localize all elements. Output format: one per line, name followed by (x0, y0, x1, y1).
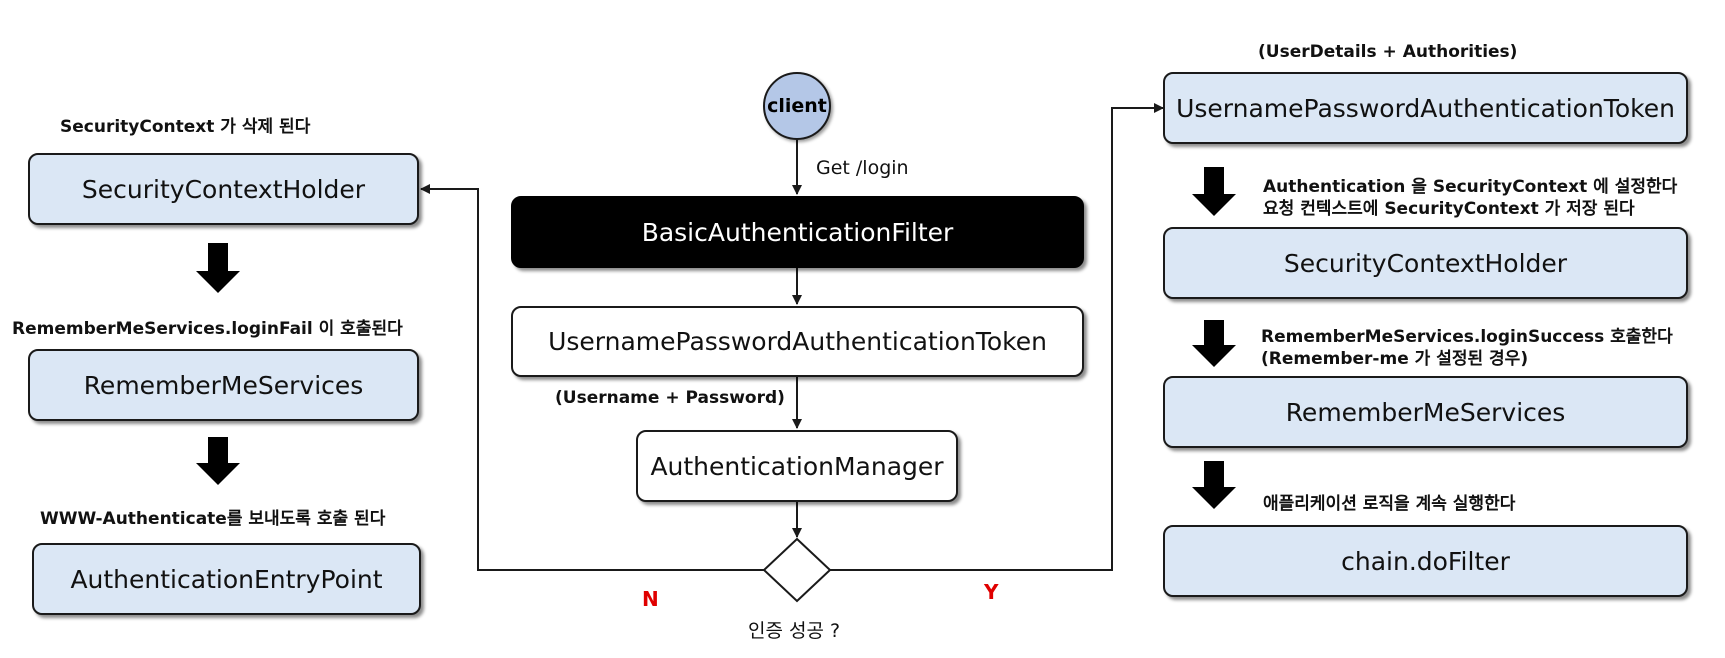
token-note: (Username + Password) (555, 388, 785, 408)
failure-security-context-holder: SecurityContextHolder (28, 153, 419, 225)
failure-step1-note: SecurityContext 가 삭제 된다 (60, 117, 311, 137)
authentication-manager: AuthenticationManager (636, 430, 958, 502)
failure-authentication-entry-point: AuthenticationEntryPoint (32, 543, 421, 615)
success-remember-me-services: RememberMeServices (1163, 376, 1688, 448)
success-step3-note-line2: (Remember-me 가 설정된 경우) (1261, 349, 1529, 369)
success-step3-note-line1: RememberMeServices.loginSuccess 호출한다 (1261, 327, 1673, 347)
success-security-context-holder: SecurityContextHolder (1163, 227, 1688, 299)
no-label: N (642, 587, 659, 611)
decision-label: 인증 성공 ? (748, 620, 841, 642)
thick-arrow-left-1 (196, 243, 240, 293)
request-label: Get /login (816, 157, 909, 179)
thick-arrow-left-2 (196, 437, 240, 485)
thick-arrow-right-3 (1192, 461, 1236, 509)
yes-label: Y (984, 580, 999, 604)
success-step1-note: (UserDetails + Authorities) (1258, 42, 1518, 62)
arrow-yes-branch (830, 103, 1164, 571)
success-step2-note-line2: 요청 컨텍스트에 SecurityContext 가 저장 된다 (1263, 199, 1635, 219)
thick-arrow-right-1 (1192, 167, 1236, 216)
success-authenticated-token: UsernamePasswordAuthenticationToken (1163, 72, 1688, 144)
basic-authentication-filter: BasicAuthenticationFilter (511, 196, 1084, 268)
failure-step3-note: WWW-Authenticate를 보내도록 호출 된다 (40, 509, 386, 529)
success-step4-note: 애플리케이션 로직을 계속 실행한다 (1263, 494, 1516, 514)
success-step2-note-line1: Authentication 을 SecurityContext 에 설정한다 (1263, 177, 1678, 197)
decision-diamond (762, 537, 832, 603)
thick-arrow-right-2 (1192, 320, 1236, 367)
client-label: client (767, 95, 827, 117)
success-chain-do-filter: chain.doFilter (1163, 525, 1688, 597)
client-node: client (763, 72, 831, 140)
failure-step2-note: RememberMeServices.loginFail 이 호출된다 (12, 319, 403, 339)
username-password-token-request: UsernamePasswordAuthenticationToken (511, 306, 1084, 377)
arrow-no-branch (420, 184, 764, 571)
failure-remember-me-services: RememberMeServices (28, 349, 419, 421)
